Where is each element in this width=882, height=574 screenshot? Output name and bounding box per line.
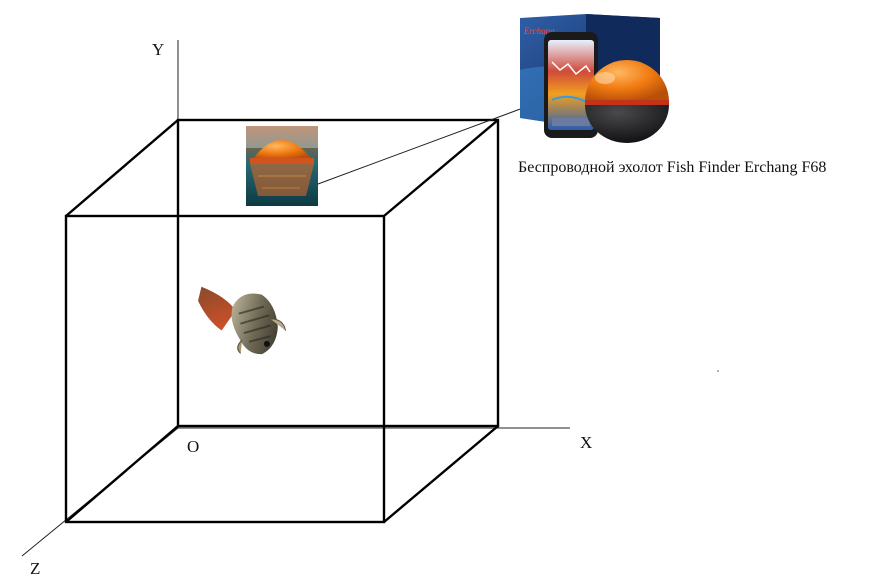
cube-front-face [66,216,384,522]
sensor-sphere-icon [585,60,669,143]
coordinate-axes [22,40,570,556]
fish-finder-sensor-photo [246,126,318,206]
leader-line [318,98,550,184]
cube-edge-bottom-right [384,426,498,522]
origin-label: O [187,437,199,456]
product-caption: Беспроводной эхолот Fish Finder Erchang … [518,159,826,176]
cube-edge-top-left [66,120,178,216]
y-axis-label: Y [152,40,164,59]
cube-edge-bottom-left [66,426,178,522]
x-axis-label: X [580,433,592,452]
fish-image [194,265,291,369]
z-axis-label: Z [30,559,40,574]
cube-back-face [178,120,498,426]
stray-dot [717,370,719,372]
cube-edge-top-right [384,120,498,216]
product-package-with-phone: Erchang [520,14,669,143]
